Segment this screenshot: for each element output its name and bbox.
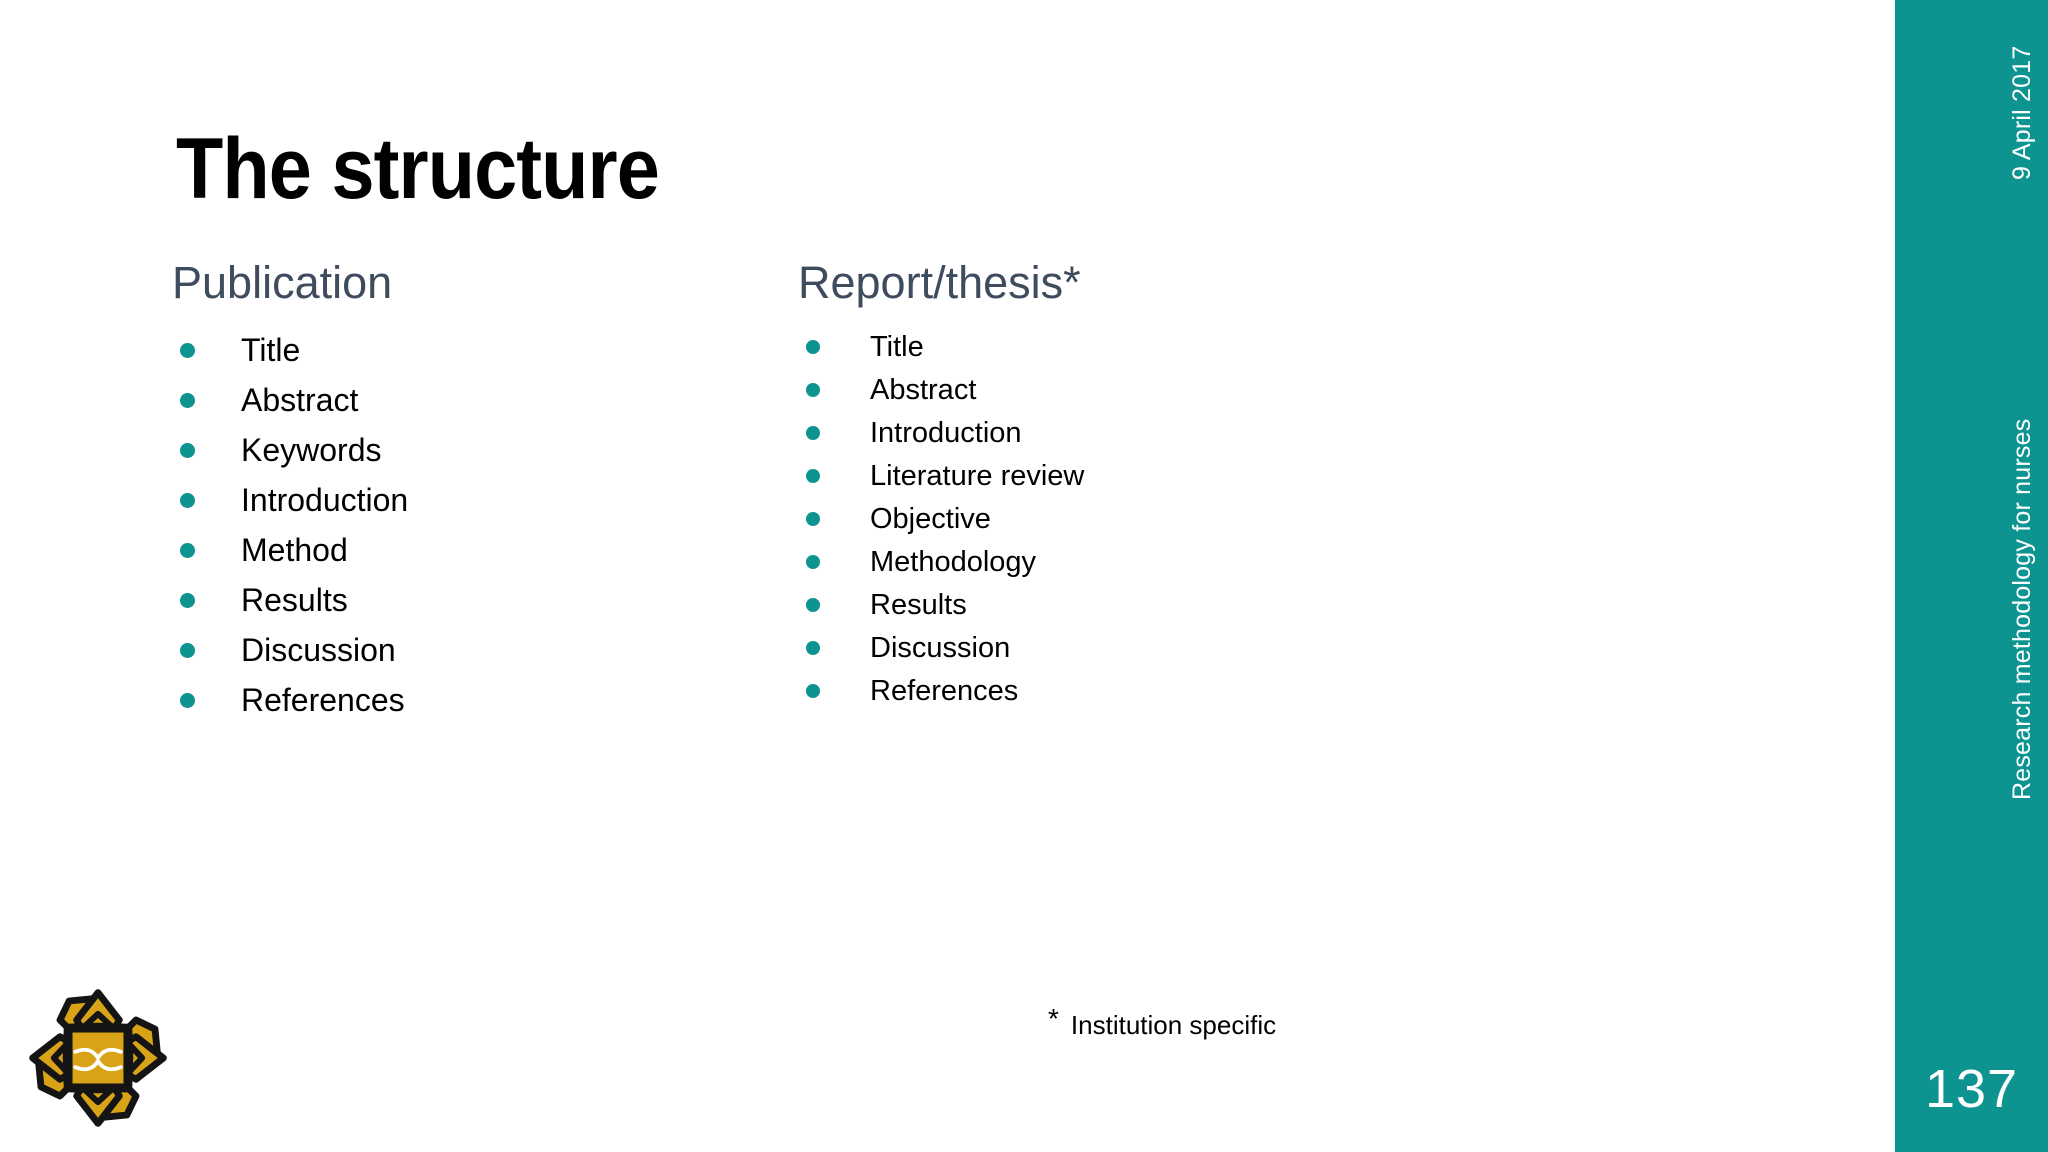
bullet-dot-icon [806, 340, 820, 354]
list-item-label: Introduction [870, 416, 1022, 449]
list-item: Abstract [172, 376, 772, 426]
list-item: Results [798, 584, 1418, 627]
column-report-thesis: Report/thesis* Title Abstract Introducti… [798, 258, 1418, 713]
list-item: Keywords [172, 426, 772, 476]
column-heading-report-thesis: Report/thesis* [798, 257, 1081, 308]
right-sidebar: 9 April 2017 Research methodology for nu… [1895, 0, 2048, 1152]
list-item: Methodology [798, 541, 1418, 584]
bullet-dot-icon [180, 343, 195, 358]
list-item-label: Abstract [241, 382, 359, 418]
list-item-label: Objective [870, 502, 991, 535]
list-item: Objective [798, 498, 1418, 541]
bullet-dot-icon [806, 641, 820, 655]
bullet-dot-icon [180, 393, 195, 408]
list-item: Results [172, 576, 772, 626]
bullet-dot-icon [806, 469, 820, 483]
page-title: The structure [176, 121, 660, 217]
bullet-dot-icon [806, 512, 820, 526]
column-publication: Publication Title Abstract Keywords Intr… [172, 258, 772, 726]
footnote-text: Institution specific [1070, 1010, 1277, 1040]
list-item-label: Discussion [241, 632, 396, 668]
list-item: References [798, 670, 1418, 713]
list-item-label: Results [241, 582, 348, 618]
footnote-marker: * [1048, 1003, 1059, 1034]
bullet-dot-icon [180, 693, 195, 708]
list-item-label: Abstract [870, 373, 977, 406]
list-item-label: Methodology [870, 545, 1037, 578]
list-item-label: Keywords [241, 432, 382, 468]
list-item: Method [172, 526, 772, 576]
institution-logo [22, 982, 174, 1134]
sidebar-date: 9 April 2017 [2008, 45, 2036, 180]
list-item: Title [798, 326, 1418, 369]
bullet-list-report-thesis: Title Abstract Introduction Literature r… [798, 326, 1418, 713]
list-item-label: Introduction [241, 482, 409, 518]
bullet-dot-icon [180, 443, 195, 458]
bullet-dot-icon [180, 593, 195, 608]
list-item: Discussion [172, 626, 772, 676]
bullet-dot-icon [806, 426, 820, 440]
bullet-list-publication: Title Abstract Keywords Introduction Met… [172, 326, 772, 726]
list-item: Discussion [798, 627, 1418, 670]
bullet-dot-icon [806, 598, 820, 612]
list-item: Introduction [798, 412, 1418, 455]
list-item-label: References [241, 682, 405, 718]
list-item-label: Title [241, 332, 301, 368]
list-item-label: Title [870, 330, 924, 363]
list-item-label: Literature review [870, 459, 1085, 492]
column-heading-publication: Publication [172, 257, 393, 308]
list-item: Literature review [798, 455, 1418, 498]
bullet-dot-icon [806, 684, 820, 698]
list-item: Abstract [798, 369, 1418, 412]
logo-book-icon [73, 1047, 123, 1072]
list-item-label: Discussion [870, 631, 1011, 664]
list-item: Introduction [172, 476, 772, 526]
list-item-label: Results [870, 588, 967, 621]
list-item: References [172, 676, 772, 726]
list-item-label: Method [241, 532, 348, 568]
list-item: Title [172, 326, 772, 376]
bullet-dot-icon [806, 383, 820, 397]
bullet-dot-icon [180, 543, 195, 558]
list-item-label: References [870, 674, 1019, 707]
footnote: * Institution specific [1048, 1003, 1276, 1041]
bullet-dot-icon [806, 555, 820, 569]
sidebar-subject: Research methodology for nurses [2008, 418, 2036, 800]
page-number: 137 [1924, 1059, 2019, 1119]
bullet-dot-icon [180, 643, 195, 658]
bullet-dot-icon [180, 493, 195, 508]
